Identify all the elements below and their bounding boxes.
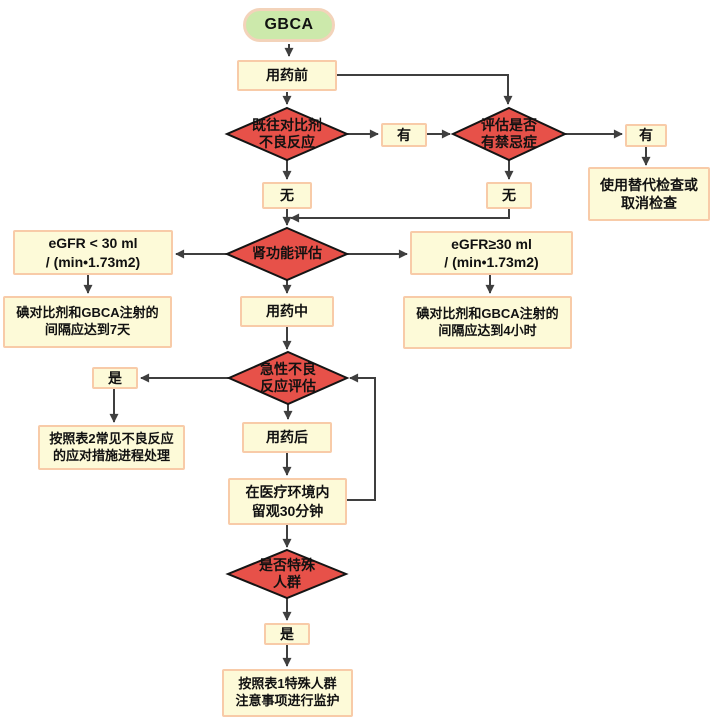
branch-yes-2: 是 [264, 623, 310, 645]
branch-none-1: 无 [262, 182, 312, 209]
egfr-high-box: eGFR≥30 ml / (min•1.73m2) [410, 231, 573, 275]
start-node: GBCA [243, 8, 335, 42]
edge-observe-feedback-to-acute [347, 373, 376, 501]
table2-handling-box: 按照表2常见不良反应 的应对措施进程处理 [38, 425, 185, 470]
alternative-exam-box: 使用替代检查或 取消检查 [588, 167, 710, 221]
branch-yes-1: 是 [92, 367, 138, 389]
during-medication-box: 用药中 [240, 296, 334, 327]
edge-none2-merge [290, 209, 510, 223]
observe-30min-box: 在医疗环境内 留观30分钟 [228, 478, 347, 525]
special-population-diamond [225, 548, 349, 600]
branch-has-2: 有 [625, 124, 667, 147]
branch-has-1: 有 [381, 123, 427, 147]
table1-monitoring-box: 按照表1特殊人群 注意事项进行监护 [222, 669, 353, 717]
interval-7days-box: 碘对比剂和GBCA注射的 间隔应达到7天 [3, 296, 172, 348]
renal-eval-diamond [224, 226, 350, 282]
pre-medication-box: 用药前 [237, 60, 337, 91]
prior-reaction-diamond [224, 106, 350, 162]
acute-reaction-diamond [226, 350, 350, 406]
interval-4hours-box: 碘对比剂和GBCA注射的 间隔应达到4小时 [403, 296, 572, 349]
post-medication-box: 用药后 [242, 422, 332, 453]
contraindication-diamond [450, 106, 568, 162]
edge-pre-to-contraindication [337, 74, 513, 105]
branch-none-2: 无 [486, 182, 532, 209]
egfr-low-box: eGFR < 30 ml / (min•1.73m2) [13, 230, 173, 275]
